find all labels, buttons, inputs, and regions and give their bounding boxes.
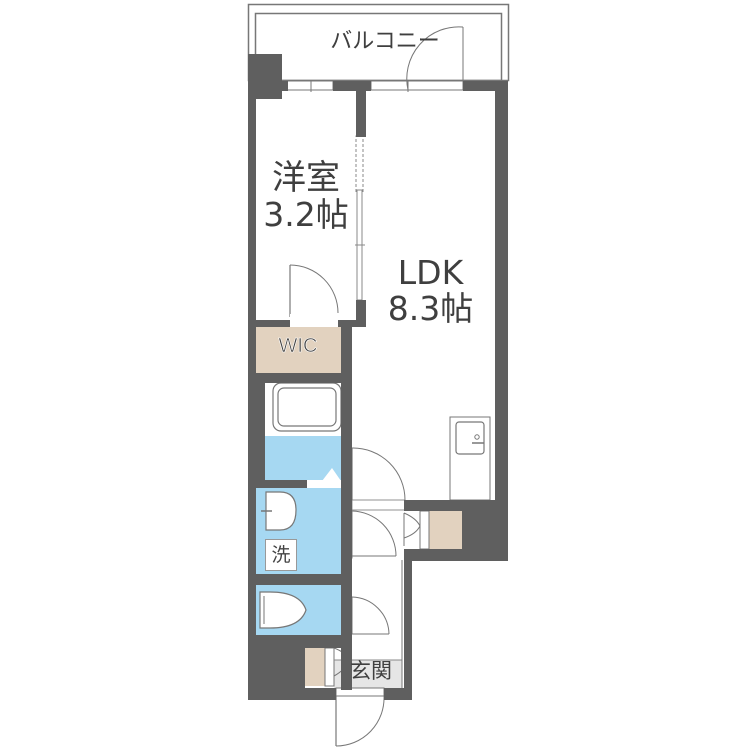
wall (248, 480, 307, 488)
wall-partition (356, 300, 366, 326)
ldk-size: 8.3帖 (387, 288, 474, 328)
washroom-door[interactable] (351, 510, 397, 557)
entrance-label: 玄関 (350, 659, 392, 683)
sink-icon (265, 491, 297, 531)
ldk-label: LDK 8.3帖 (366, 255, 495, 326)
wic-floor (255, 327, 341, 373)
wall-south (248, 688, 336, 700)
wic-label: WIC (278, 335, 318, 357)
front-door[interactable] (335, 695, 385, 747)
wall-hallway-west (341, 320, 352, 690)
entrance-storage (305, 648, 325, 686)
wall-east (495, 81, 508, 561)
ldk-door[interactable] (351, 447, 406, 501)
drain-triangle-icon (322, 468, 341, 481)
wall-partition (356, 81, 366, 137)
western-room-door[interactable] (289, 264, 339, 314)
balcony-label: バルコニー (330, 29, 440, 54)
wall (404, 549, 508, 561)
window-ldk (370, 80, 464, 91)
wall (463, 81, 508, 91)
shoe-storage (429, 511, 462, 549)
wall (333, 81, 371, 91)
western-room-name: 洋室 (272, 158, 340, 198)
washroom-label: 洗 (265, 539, 297, 571)
wall (404, 500, 508, 511)
wall (248, 373, 352, 383)
western-room-label: 洋室 3.2帖 (256, 160, 356, 232)
wall-entrance-east (404, 549, 412, 700)
toilet-door[interactable] (351, 596, 390, 635)
wall (248, 635, 352, 648)
ldk-name: LDK (397, 253, 464, 292)
western-room-size: 3.2帖 (263, 194, 349, 234)
wall (248, 320, 290, 327)
wall (282, 81, 288, 91)
wall (338, 320, 366, 327)
wall (248, 383, 265, 488)
window-western (282, 80, 334, 91)
wall (248, 574, 352, 585)
kitchen-sink-icon (455, 421, 485, 455)
toilet-icon (259, 591, 307, 629)
